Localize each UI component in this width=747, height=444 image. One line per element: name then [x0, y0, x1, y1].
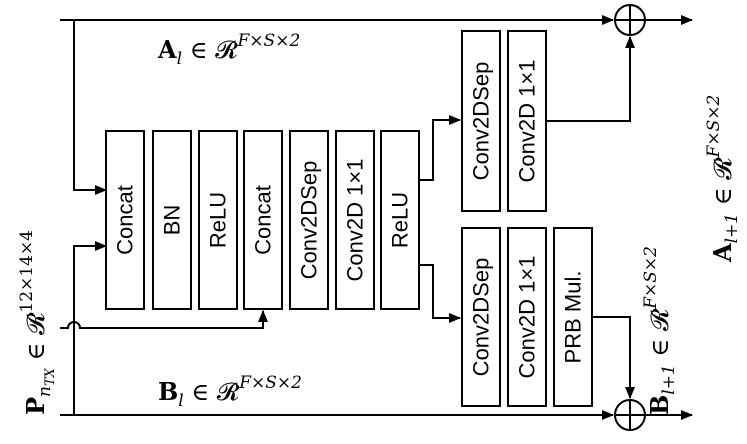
bn-block: BN	[152, 130, 192, 310]
conv2dsep-block-1-label: Conv2DSep	[297, 161, 322, 280]
relu-to-a-branch-wire	[419, 115, 461, 181]
relu-block-1: ReLU	[198, 130, 238, 310]
sum-node-a	[614, 4, 646, 36]
relu-to-b-branch-wire	[419, 264, 461, 323]
conv2dsep-block-1: Conv2DSep	[289, 130, 329, 310]
b-conv2dsep-block: Conv2DSep	[461, 227, 501, 407]
b-conv2d1x1-block: Conv2D 1×1	[507, 227, 547, 407]
b-conv2d1x1-block-label: Conv2D 1×1	[515, 256, 540, 379]
a-conv2d1x1-block: Conv2D 1×1	[507, 30, 547, 212]
b-input-label: Bl ∈ 𝓡F×S×2	[158, 373, 302, 411]
a-output-label: Al+1 ∈ 𝓡F×S×2	[704, 95, 742, 263]
relu-block-2: ReLU	[380, 130, 420, 310]
a-input-label: Al ∈ 𝓡F×S×2	[157, 31, 300, 69]
p-input-wire	[60, 310, 268, 329]
concat-block-1: Concat	[105, 130, 145, 310]
concat-block-2-label: Concat	[251, 185, 276, 255]
prb-mul-block: PRB Mul.	[553, 227, 593, 407]
svg-text:PnTX ∈ 𝓡12×14×4: PnTX ∈ 𝓡12×14×4	[17, 230, 58, 415]
svg-text:Bl+1 ∈ 𝓡F×S×2: Bl+1 ∈ 𝓡F×S×2	[641, 246, 679, 415]
p-input-label: PnTX ∈ 𝓡12×14×4	[17, 230, 58, 415]
a-conv2d1x1-block-label: Conv2D 1×1	[515, 60, 540, 183]
relu-block-2-label: ReLU	[388, 192, 413, 248]
prb-to-sum-wire	[592, 316, 635, 399]
concat-block-1-label: Concat	[113, 185, 138, 255]
b-to-concat-wire	[73, 241, 107, 415]
conv2d1x1-block-1: Conv2D 1×1	[335, 130, 375, 310]
sum-node-b	[614, 399, 646, 431]
bn-block-label: BN	[160, 205, 185, 236]
prb-mul-block-label: PRB Mul.	[561, 271, 586, 364]
relu-block-1-label: ReLU	[206, 192, 231, 248]
a-branch-to-sum-wire	[546, 36, 635, 122]
a-to-concat-wire	[73, 20, 107, 195]
b-conv2dsep-block-label: Conv2DSep	[469, 258, 494, 377]
b-output-label: Bl+1 ∈ 𝓡F×S×2	[641, 246, 679, 415]
svg-text:Al+1 ∈ 𝓡F×S×2: Al+1 ∈ 𝓡F×S×2	[704, 95, 742, 263]
concat-block-2: Concat	[243, 130, 283, 310]
a-conv2dsep-block: Conv2DSep	[461, 30, 501, 212]
conv2d1x1-block-1-label: Conv2D 1×1	[343, 159, 368, 282]
a-conv2dsep-block-label: Conv2DSep	[469, 62, 494, 181]
